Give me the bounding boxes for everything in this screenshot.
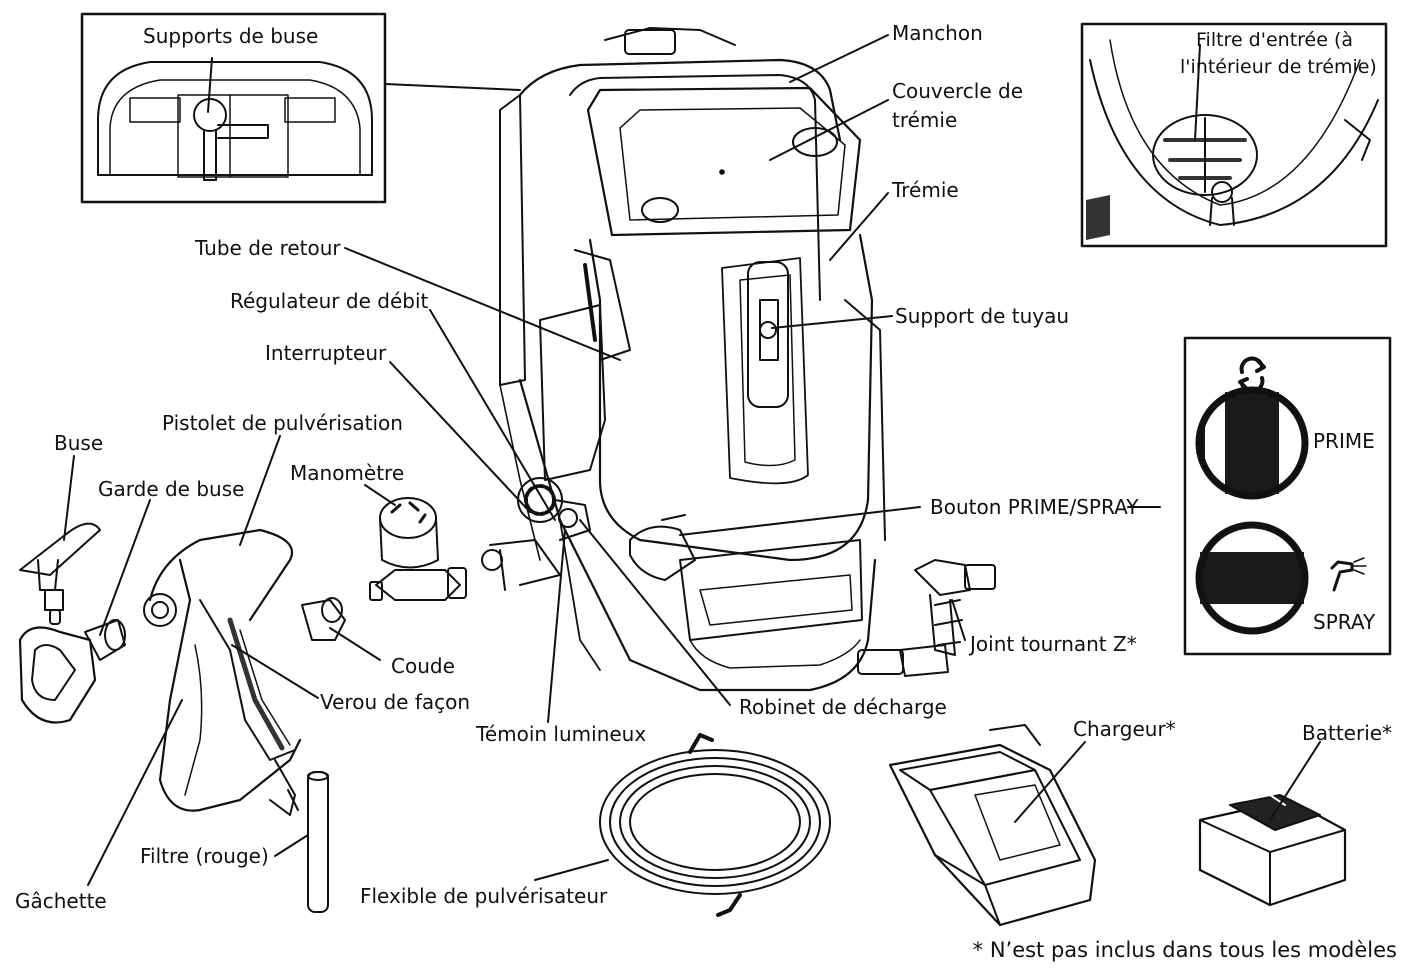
label-interrupteur: Interrupteur bbox=[265, 341, 387, 365]
battery bbox=[1198, 794, 1347, 907]
label-filtre-rouge: Filtre (rouge) bbox=[140, 844, 269, 868]
charger bbox=[888, 724, 1097, 927]
prime-spray-panel bbox=[1183, 336, 1392, 656]
label-tube-retour: Tube de retour bbox=[195, 236, 341, 260]
label-prime: PRIME bbox=[1313, 429, 1375, 453]
label-support-tuyau: Support de tuyau bbox=[895, 304, 1070, 328]
footnote: * N’est pas inclus dans tous les modèles bbox=[972, 938, 1397, 962]
label-couvercle-1: Couvercle de bbox=[892, 79, 1024, 103]
label-batterie: Batterie* bbox=[1302, 721, 1393, 745]
label-spray: SPRAY bbox=[1313, 610, 1376, 634]
label-flexible: Flexible de pulvérisateur bbox=[360, 884, 608, 908]
label-filtre-entree-1: Filtre d'entrée (à bbox=[1196, 29, 1354, 51]
label-supports-buse: Supports de buse bbox=[143, 24, 319, 48]
cycle-arrows-icon bbox=[1238, 356, 1266, 394]
label-tremie: Trémie bbox=[892, 178, 959, 202]
label-coude: Coude bbox=[391, 654, 455, 678]
label-temoin: Témoin lumineux bbox=[476, 722, 647, 746]
label-garde-buse: Garde de buse bbox=[98, 477, 245, 501]
label-filtre-entree-2: l'intérieur de trémie) bbox=[1180, 56, 1377, 78]
label-regulateur: Régulateur de débit bbox=[230, 289, 429, 313]
pressure-gauge bbox=[369, 497, 467, 601]
hose-coil bbox=[599, 733, 831, 917]
label-manchon: Manchon bbox=[892, 21, 983, 45]
elbow bbox=[301, 597, 346, 641]
label-bouton-prime-spray: Bouton PRIME/SPRAY bbox=[930, 495, 1139, 519]
label-couvercle-2: trémie bbox=[892, 108, 958, 132]
label-pistolet: Pistolet de pulvérisation bbox=[162, 411, 403, 435]
inlet-filter-inset bbox=[1080, 22, 1388, 248]
label-buse: Buse bbox=[54, 431, 104, 455]
label-verrou: Verou de façon bbox=[320, 690, 471, 714]
spray-gun-icon bbox=[1330, 557, 1367, 592]
label-manometre: Manomètre bbox=[290, 461, 405, 485]
label-joint-tournant: Joint tournant Z* bbox=[970, 632, 1137, 656]
tip-and-guard bbox=[18, 522, 126, 724]
red-filter bbox=[307, 771, 329, 913]
label-chargeur: Chargeur* bbox=[1073, 717, 1176, 741]
label-gachette: Gâchette bbox=[15, 889, 107, 913]
nozzle-holder-inset bbox=[80, 12, 387, 204]
z-swivel bbox=[857, 559, 996, 677]
sprayer-body bbox=[499, 27, 886, 692]
label-robinet: Robinet de décharge bbox=[739, 695, 947, 719]
